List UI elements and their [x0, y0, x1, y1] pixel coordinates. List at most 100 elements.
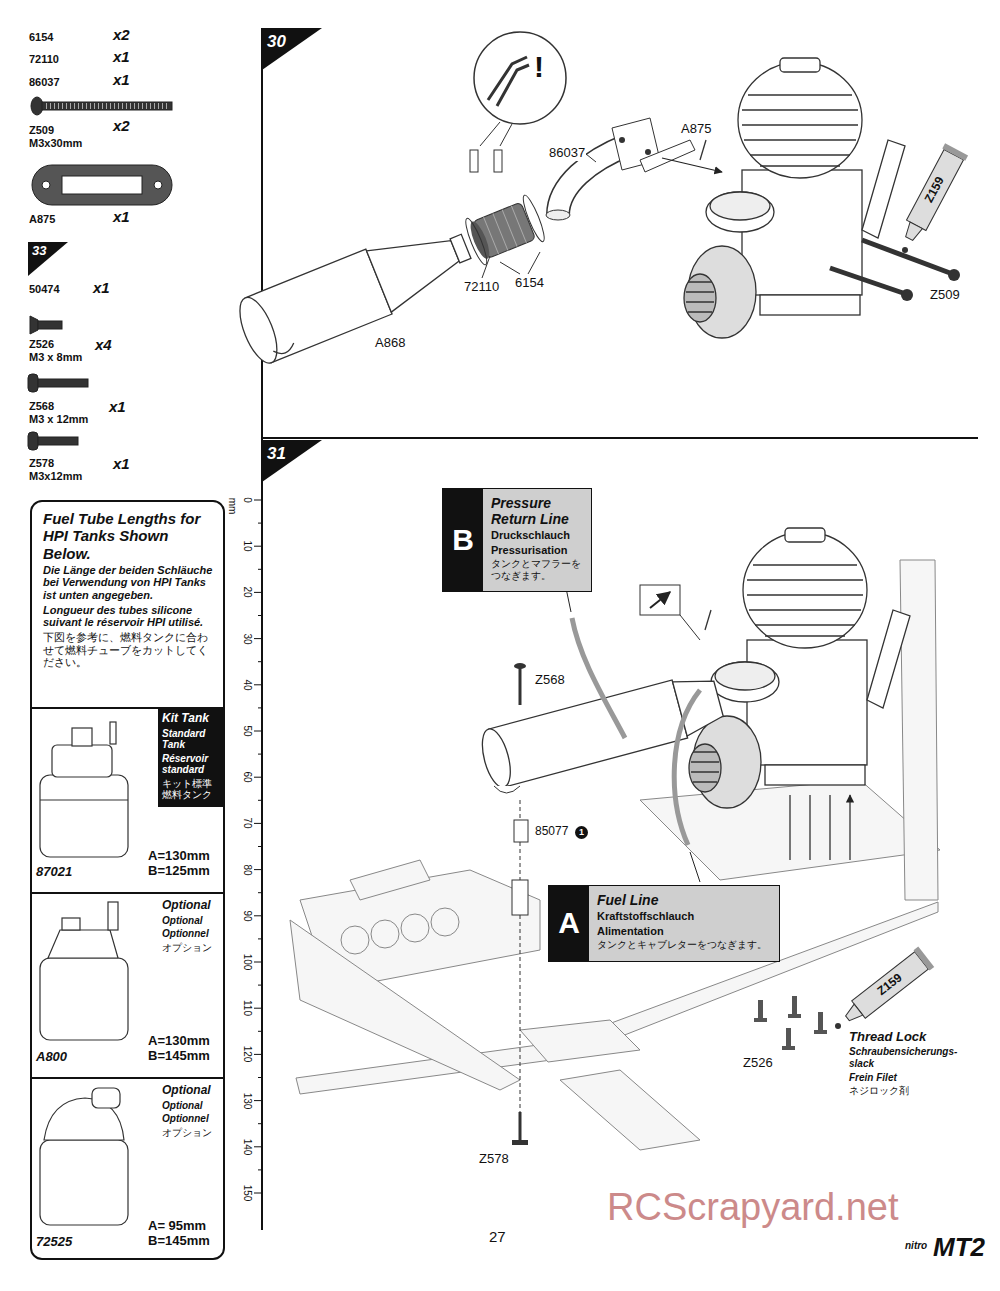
part-label: 72110 — [463, 280, 500, 295]
page-number: 27 — [488, 1228, 507, 1245]
quantity: x1 — [112, 71, 131, 88]
quantity: x2 — [112, 117, 131, 134]
part-label: 85077 — [534, 825, 569, 839]
callout-text: Pressurisation — [491, 544, 588, 557]
text-column: Fuel Tube Lengths for HPI Tanks Shown Be… — [39, 507, 216, 675]
part-label: 6154 — [28, 31, 54, 44]
part-label: 50474 — [28, 283, 61, 296]
ruler-number: 100 — [241, 953, 253, 972]
ruler-number: 70 — [241, 817, 253, 830]
logo: MT2 — [932, 1233, 986, 1263]
ruler-number: 40 — [241, 678, 253, 691]
tank-title: Optional — [162, 1084, 220, 1098]
quantity: x2 — [112, 26, 131, 43]
part-label: 86037 — [28, 76, 61, 89]
text-column: Pressure Return LineDruckschlauchPressur… — [487, 492, 591, 587]
part-number: 87021 — [36, 865, 72, 880]
callout-title: Fuel Line — [597, 892, 776, 908]
ruler-number: 10 — [241, 540, 253, 553]
tank-title: Optional — [162, 899, 220, 913]
step-number: 33 — [31, 244, 47, 259]
step-number: 31 — [266, 444, 287, 464]
text-column: OptionalOptionalOptionnelオプション — [158, 896, 223, 959]
tube-lengths: A=130mm B=125mm — [148, 849, 222, 879]
fuel-tube-panel: Fuel Tube Lengths for HPI Tanks Shown Be… — [30, 500, 225, 1260]
quantity: x4 — [94, 336, 113, 353]
note-marker: 1 — [575, 826, 588, 839]
tank-note: Standard Tank — [162, 728, 220, 751]
ruler-number: 150 — [241, 1184, 253, 1203]
part-label: Z526 — [28, 338, 55, 351]
callout-text: Alimentation — [597, 925, 776, 938]
ruler-number: 30 — [241, 632, 253, 645]
ruler-unit: mm — [226, 497, 238, 516]
ruler-number: 90 — [241, 909, 253, 922]
tank-note: Réservoir standard — [162, 753, 220, 776]
text-column: Kit TankStandard TankRéservoir standardキ… — [158, 709, 223, 807]
logo: nitro — [904, 1240, 928, 1252]
part-label: 72110 — [28, 53, 60, 66]
ruler-number: 50 — [241, 724, 253, 737]
callout-letter: A — [549, 906, 589, 941]
note-text: Schraubensicherungs-slack — [848, 1046, 970, 1069]
ruler-number: 140 — [241, 1137, 253, 1156]
part-label: Z509 — [929, 288, 961, 303]
note-text: ネジロック剤 — [848, 1085, 910, 1097]
quantity: x1 — [112, 48, 131, 65]
ruler-number: 130 — [241, 1091, 253, 1110]
tube-lengths: A=130mm B=145mm — [148, 1034, 222, 1064]
callout-text: タンクとキャブレターをつなぎます。 — [597, 939, 776, 951]
callout-letter: B — [443, 523, 483, 558]
callout-text: Druckschlauch — [491, 529, 588, 542]
quantity: x1 — [112, 455, 131, 472]
quantity: x1 — [112, 208, 131, 225]
callout-text: Kraftstoffschlauch — [597, 910, 776, 923]
part-size: M3x30mm — [28, 137, 83, 150]
callout-title: Pressure Return Line — [491, 495, 588, 527]
part-label: A868 — [374, 336, 406, 351]
part-label: Z509 — [28, 124, 55, 137]
tank-box: OptionalOptionalOptionnelオプション72525A= 95… — [32, 1077, 223, 1258]
text-column: OptionalOptionalOptionnelオプション — [158, 1081, 223, 1144]
tank-note: キット標準燃料タンク — [162, 778, 220, 801]
ruler-number: 80 — [241, 863, 253, 876]
note-text: Thread Lock — [848, 1030, 927, 1045]
part-size: M3 x 8mm — [28, 351, 83, 364]
tank-note: Optionnel — [162, 928, 220, 940]
tank-note: オプション — [162, 1127, 220, 1139]
ruler-number: 60 — [241, 771, 253, 784]
tank-box: OptionalOptionalOptionnelオプションA800A=130m… — [32, 892, 223, 1077]
panel-note: Longueur des tubes silicone suivant le r… — [43, 604, 213, 629]
ruler-number: 110 — [241, 999, 253, 1017]
ruler-number: 0 — [241, 496, 253, 504]
tank-box: Kit TankStandard TankRéservoir standardキ… — [32, 707, 223, 892]
note-text: Frein Filet — [848, 1072, 898, 1084]
panel-heading: Fuel Tube Lengths for HPI Tanks Shown Be… — [43, 510, 213, 562]
callout-box: Pressure Return LineDruckschlauchPressur… — [442, 488, 592, 592]
tank-note: Optional — [162, 915, 220, 927]
callout-text: タンクとマフラーをつなぎます。 — [491, 558, 588, 581]
warning-mark: ! — [533, 50, 545, 85]
part-number: A800 — [36, 1050, 67, 1065]
part-label: Z568 — [534, 673, 566, 688]
part-label: A875 — [28, 213, 56, 226]
quantity: x1 — [108, 398, 127, 415]
panel-note: Die Länge der beiden Schläuche bei Verwe… — [43, 564, 213, 602]
part-label: 6154 — [514, 276, 545, 291]
tank-note: Optionnel — [162, 1113, 220, 1125]
part-label: Z578 — [28, 457, 55, 470]
watermark: RCScrapyard.net — [606, 1186, 899, 1230]
callout-box: Fuel LineKraftstoffschlauchAlimentationタ… — [548, 885, 780, 962]
part-label: 86037 — [548, 146, 586, 161]
ruler-number: 20 — [241, 586, 253, 599]
tank-title: Kit Tank — [162, 712, 220, 726]
text-column: Fuel LineKraftstoffschlauchAlimentationタ… — [593, 889, 779, 957]
part-label: A875 — [680, 122, 712, 137]
part-label: Z578 — [478, 1152, 510, 1167]
tank-note: Optional — [162, 1100, 220, 1112]
part-size: M3x12mm — [28, 470, 83, 483]
tank-note: オプション — [162, 942, 220, 954]
part-number: 72525 — [36, 1235, 72, 1250]
part-label: Z568 — [28, 400, 55, 413]
